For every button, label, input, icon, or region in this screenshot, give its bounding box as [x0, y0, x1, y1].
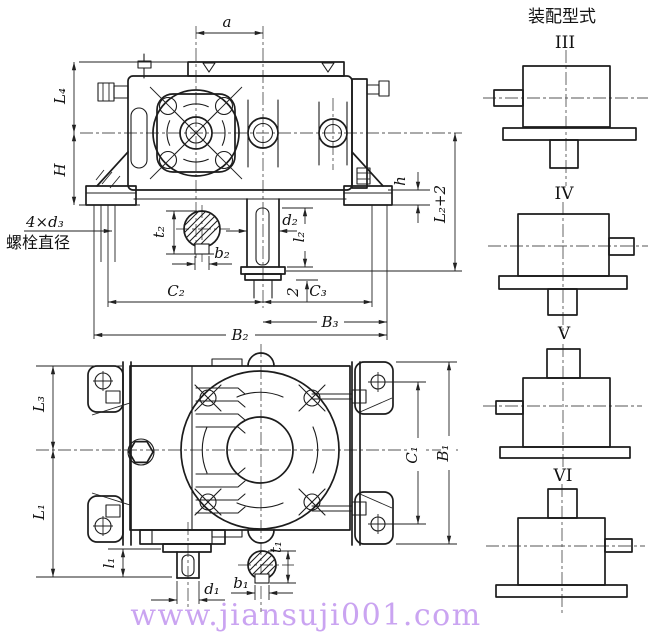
watermark-url: www.jiansuji001.com	[130, 598, 481, 633]
dim-label-C3: C₃	[309, 282, 327, 300]
dim-label-b2: b₂	[214, 244, 230, 262]
dim-label-L4: L₄	[51, 88, 69, 105]
dim-label-l2: l₂	[290, 232, 308, 243]
dim-label-d1: d₁	[204, 580, 220, 598]
bolt-callout-note: 螺栓直径	[6, 233, 70, 252]
dim-label-h: h	[391, 176, 409, 186]
dim-label-t1: t₁	[267, 541, 285, 553]
dim-label-C2: C₂	[167, 282, 185, 300]
bolt-callout-count: 4×d₃	[25, 213, 64, 231]
dim-label-l1: l₁	[100, 558, 118, 569]
dim-label-C1: C₁	[403, 446, 421, 464]
assembly-diagram-iv	[488, 202, 648, 332]
output-shaft-plan	[139, 529, 226, 579]
dim-label-t2: t₂	[150, 226, 168, 238]
plan-view-dimensions: L₃ L₁ l₁ d₁ b₁ t₁ C₁	[30, 361, 457, 604]
dim-label-L2plus2: L₂+2	[431, 185, 449, 224]
assembly-diagram-iii	[483, 50, 648, 186]
dim-label-B2: B₂	[230, 326, 248, 344]
dim-label-d2: d₂	[282, 211, 298, 229]
gearbox-housing-front	[97, 53, 390, 200]
gearbox-housing-plan	[127, 352, 351, 544]
dim-label-B3: B₃	[320, 313, 338, 331]
key-section-detail-front	[183, 210, 221, 255]
front-view: a L₄ H 4×d₃ 螺栓直径 t₂ b₂ d₂	[6, 13, 462, 344]
dim-label-L1: L₁	[30, 504, 48, 521]
bearing-bosses	[247, 99, 348, 168]
dim-label-H: H	[51, 163, 69, 178]
dim-label-B1: B₁	[434, 444, 452, 462]
assembly-panel-title: 装配型式	[528, 7, 596, 27]
plan-view: L₃ L₁ l₁ d₁ b₁ t₁ C₁	[30, 344, 458, 612]
assembly-types-panel: 装配型式 III IV V	[483, 7, 648, 614]
worm-shaft-flange	[149, 86, 243, 180]
assembly-type-vi-label: VI	[553, 466, 573, 486]
plan-view-centerlines	[36, 344, 458, 612]
assembly-type-iii-label: III	[555, 33, 575, 53]
mounting-feet-front	[85, 151, 393, 206]
front-view-dimensions: a L₄ H 4×d₃ 螺栓直径 t₂ b₂ d₂	[6, 13, 462, 344]
dim-label-b1: b₁	[233, 574, 249, 592]
assembly-diagram-vi	[486, 484, 645, 614]
dim-label-clearance-2: 2	[284, 287, 302, 298]
front-view-centerlines	[80, 26, 462, 308]
assembly-type-v-label: V	[557, 324, 571, 344]
assembly-diagram-v	[483, 344, 642, 468]
dim-label-a: a	[223, 13, 232, 31]
dim-label-L3: L₃	[30, 396, 48, 413]
assembly-type-iv-label: IV	[555, 184, 575, 204]
